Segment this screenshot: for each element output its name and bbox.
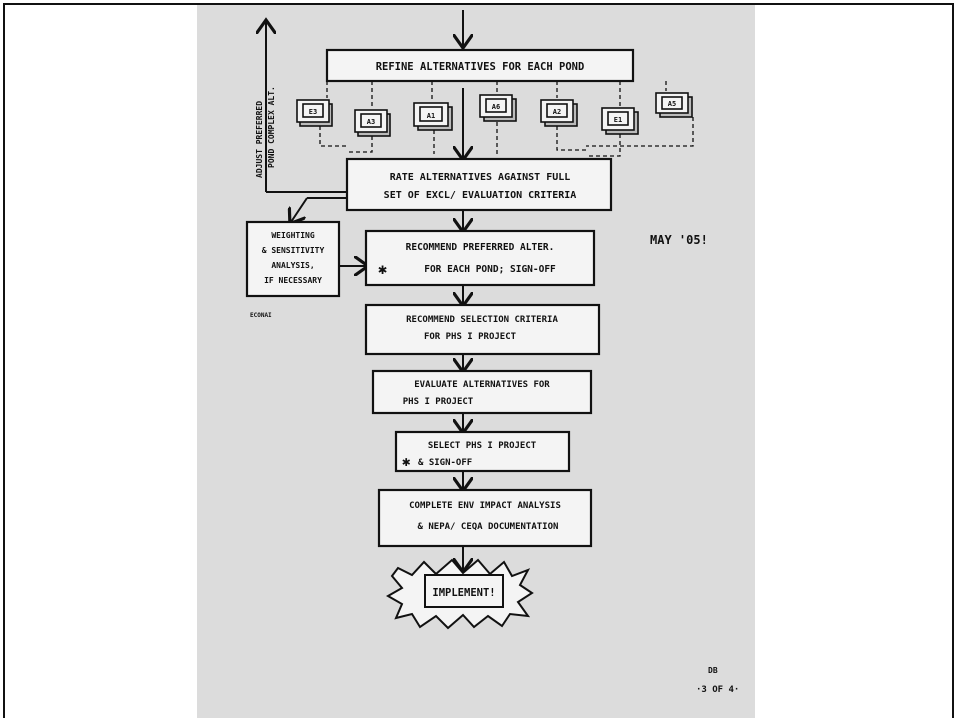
pond-card-e1 xyxy=(601,107,639,135)
arrow-to-weighting xyxy=(291,197,308,222)
initials: DB xyxy=(708,666,718,675)
pond-label-a5: A5 xyxy=(668,100,676,108)
complete-label-line2: & NEPA/ CEQA DOCUMENTATION xyxy=(418,522,559,532)
complete-label-line1: COMPLETE ENV IMPACT ANALYSIS xyxy=(409,501,561,511)
recommend-box xyxy=(364,229,596,287)
pond-card-a2 xyxy=(540,99,578,127)
pond-card-e3 xyxy=(296,99,333,127)
pond-card-a5 xyxy=(655,92,693,118)
weighting-line4: IF NECESSARY xyxy=(264,276,322,285)
weighting-line1: WEIGHTING xyxy=(271,231,315,240)
side-note-line1: ADJUST PREFERRED xyxy=(255,101,264,178)
select-star: ✱ xyxy=(402,454,411,470)
refine-label: REFINE ALTERNATIVES FOR EACH POND xyxy=(376,61,585,73)
weighting-box xyxy=(245,220,341,298)
date-note: MAY '05! xyxy=(650,233,708,247)
image-frame xyxy=(3,3,954,718)
recommend-star: ✱ xyxy=(378,260,387,278)
implement-box xyxy=(424,574,504,608)
selection-label-line2: FOR PHS I PROJECT xyxy=(424,332,517,342)
evaluate-label-line1: EVALUATE ALTERNATIVES FOR xyxy=(414,380,550,390)
select-box xyxy=(394,430,571,473)
page-number: ·3 OF 4· xyxy=(696,685,739,695)
rate-box xyxy=(345,157,613,212)
complete-box xyxy=(377,488,593,548)
evaluate-box xyxy=(371,369,593,415)
selection-box xyxy=(364,303,601,356)
pond-card-a1 xyxy=(413,102,453,131)
rate-label-line1: RATE ALTERNATIVES AGAINST FULL xyxy=(390,172,571,183)
recommend-label-line2: FOR EACH POND; SIGN-OFF xyxy=(424,264,556,275)
recommend-label-line1: RECOMMEND PREFERRED ALTER. xyxy=(406,242,555,253)
pond-label-a3: A3 xyxy=(367,118,375,126)
select-label-line2: & SIGN-OFF xyxy=(418,458,472,468)
pond-card-a3 xyxy=(354,109,391,137)
select-label-line1: SELECT PHS I PROJECT xyxy=(428,441,537,451)
side-note-line2: POND COMPLEX ALT. xyxy=(267,86,276,168)
evaluate-label-line2: PHS I PROJECT xyxy=(403,397,474,407)
refine-box xyxy=(325,48,635,83)
weighting-line2: & SENSITIVITY xyxy=(262,246,325,255)
pond-card-a6 xyxy=(479,94,517,122)
pond-label-a6: A6 xyxy=(492,103,500,111)
pond-label-a1: A1 xyxy=(427,112,435,120)
weighting-line3: ANALYSIS, xyxy=(271,261,314,270)
pond-connectors xyxy=(319,81,694,157)
rate-label-line2: SET OF EXCL/ EVALUATION CRITERIA xyxy=(384,190,577,201)
pond-label-a2: A2 xyxy=(553,108,561,116)
weighting-note: ECONAI xyxy=(250,312,272,319)
selection-label-line1: RECOMMEND SELECTION CRITERIA xyxy=(406,315,558,325)
pond-label-e3: E3 xyxy=(309,108,317,116)
implement-label: IMPLEMENT! xyxy=(432,587,495,599)
pond-label-e1: E1 xyxy=(614,116,622,124)
